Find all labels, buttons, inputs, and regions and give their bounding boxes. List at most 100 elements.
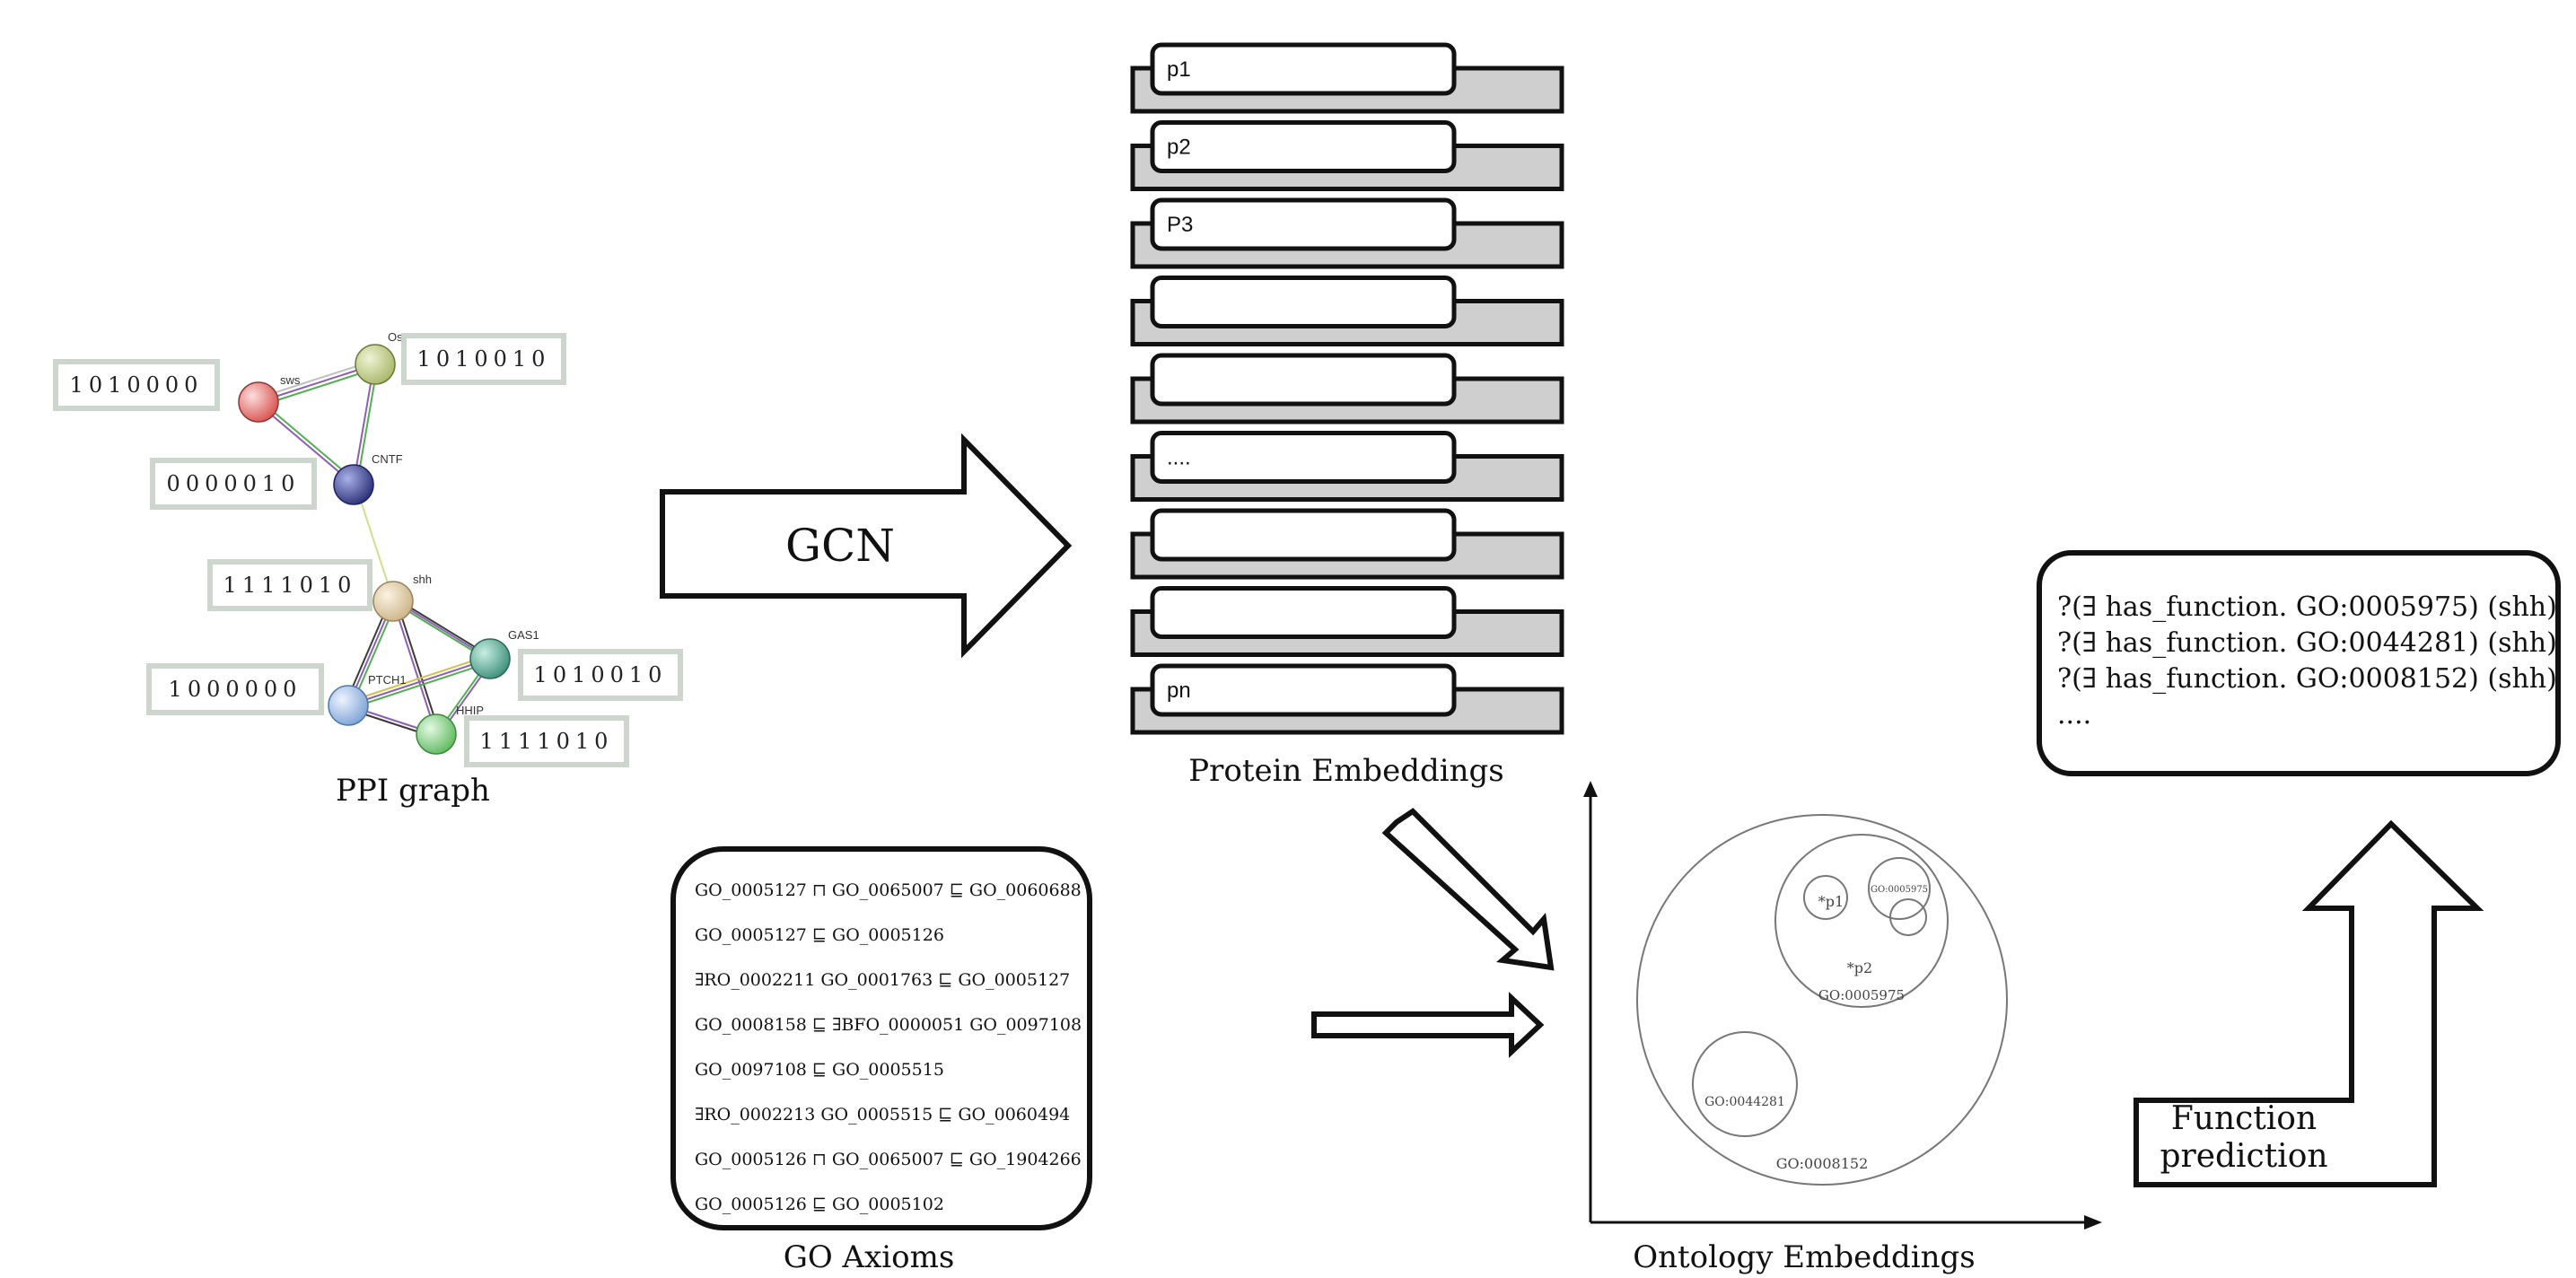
embedding-row-label: p2 [1167, 136, 1191, 160]
axiom-line: GO_0005127 ⊑ GO_0005126 [695, 925, 944, 945]
predictions-box [2037, 550, 2561, 776]
axioms-to-ontology-arrow [1311, 992, 1545, 1058]
embedding-row-label: pn [1167, 678, 1191, 703]
function-prediction-arrow: Function prediction [2134, 819, 2484, 1187]
node-os [355, 344, 396, 385]
embedding-row: pn [1130, 663, 1564, 735]
node-cntf [333, 464, 374, 505]
node-shh [372, 581, 414, 622]
ppi-graph: sws Os CNTF shh GAS1 PTCH1 HHIP 1010000 … [53, 330, 683, 809]
prediction-line: .... [2057, 699, 2091, 731]
node-label-hhip: HHIP [456, 704, 484, 717]
function-label-line2: prediction [2160, 1138, 2327, 1175]
node-hhip [416, 713, 457, 755]
embedding-row-front [1150, 120, 1457, 173]
prediction-line: ?(∃ has_function. GO:0044281) (shh) [2057, 627, 2557, 659]
node-ptch1 [328, 685, 369, 726]
axiom-lines: GO_0005127 ⊓ GO_0065007 ⊑ GO_0060688GO_0… [695, 880, 1082, 1214]
code-text-sws: 1010000 [70, 372, 204, 398]
y-axis-arrowhead [1583, 781, 1598, 797]
code-box-cntf [150, 458, 317, 510]
x-axis-arrowhead [2084, 1215, 2102, 1230]
ontology-embeddings: GO:0008152 GO:0005975 GO:0044281 GO:0005… [1583, 781, 2102, 1275]
embedding-row-front [1150, 276, 1457, 328]
axiom-line: ∃RO_0002213 GO_0005515 ⊑ GO_0060494 [695, 1105, 1070, 1125]
circle-go-0005975 [1774, 834, 1949, 1008]
node-label-gas1: GAS1 [508, 628, 539, 642]
edge-cntf-shh [355, 484, 394, 600]
axiom-line: GO_0097108 ⊑ GO_0005515 [695, 1060, 944, 1080]
go-axioms-caption: GO Axioms [784, 1239, 955, 1275]
code-text-gas1: 1010010 [534, 662, 668, 687]
axiom-line: ∃RO_0002211 GO_0001763 ⊑ GO_0005127 [695, 970, 1070, 990]
node-gas1 [469, 638, 511, 679]
label-go-0008152: GO:0008152 [1776, 1155, 1869, 1172]
circle-go-0008152 [1636, 814, 2008, 1186]
function-label-line1: Function [2171, 1100, 2317, 1137]
embedding-row: P3 [1130, 197, 1564, 269]
embedding-row-front [1150, 663, 1457, 717]
embedding-row-front [1150, 197, 1457, 251]
axiom-line: GO_0005126 ⊑ GO_0005102 [695, 1195, 944, 1214]
ontology-embeddings-caption: Ontology Embeddings [1633, 1239, 1976, 1275]
embedding-row-front [1150, 42, 1457, 96]
ppi-caption: PPI graph [336, 773, 490, 809]
edge-shh-hhip [392, 600, 437, 735]
prediction-line: ?(∃ has_function. GO:0005975) (shh) [2057, 591, 2557, 623]
node-label-ptch1: PTCH1 [368, 673, 407, 687]
code-text-ptch1: 1000000 [169, 677, 302, 702]
edge-sws-os [258, 363, 376, 403]
gcn-label: GCN [785, 520, 895, 572]
embedding-row [1130, 586, 1564, 657]
protein-embeddings-caption: Protein Embeddings [1188, 753, 1503, 789]
embedding-row: p1 [1130, 42, 1564, 114]
function-arrow-shape [2134, 819, 2484, 1187]
edge-ptch1-gas1 [347, 658, 491, 706]
node-sws [238, 381, 279, 423]
gcn-arrow-shape [660, 433, 1073, 659]
axiom-line: GO_0005127 ⊓ GO_0065007 ⊑ GO_0060688 [695, 880, 1082, 900]
embedding-row: p2 [1130, 120, 1564, 191]
embedding-row-label: p1 [1167, 57, 1191, 82]
circle-go-0005975-small [1868, 857, 1931, 920]
code-text-hhip: 1111010 [480, 729, 614, 754]
label-go-0044281: GO:0044281 [1704, 1095, 1785, 1109]
embedding-row [1130, 508, 1564, 580]
go-axioms-box [670, 846, 1092, 1230]
predictions-panel: ?(∃ has_function. GO:0005975) (shh) ?(∃ h… [2037, 550, 2561, 776]
code-box-os [401, 333, 566, 385]
code-box-ptch1 [146, 663, 324, 715]
prediction-line: ?(∃ has_function. GO:0008152) (shh) [2057, 663, 2557, 695]
edge-sws-cntf [258, 403, 353, 484]
code-text-os: 1010010 [417, 346, 551, 372]
embeddings-to-ontology-arrow [1381, 808, 1555, 971]
embedding-row [1130, 353, 1564, 425]
embedding-row-front [1150, 353, 1457, 407]
embedding-row-front [1150, 586, 1457, 639]
embedding-row-front [1150, 508, 1457, 562]
embedding-row [1130, 276, 1564, 346]
embedding-row-front [1150, 431, 1457, 484]
code-box-hhip [464, 715, 629, 767]
embedding-row-label: P3 [1167, 213, 1193, 237]
node-label-sws: sws [280, 373, 301, 387]
circle-p1-region [1803, 875, 1848, 920]
node-label-shh: shh [413, 573, 432, 586]
embedding-row-label: .... [1167, 446, 1191, 470]
embedding-row: .... [1130, 431, 1564, 502]
axiom-line: GO_0005126 ⊓ GO_0065007 ⊑ GO_1904266 [695, 1150, 1082, 1169]
go-axioms-panel: GO_0005127 ⊓ GO_0065007 ⊑ GO_0060688GO_0… [670, 846, 1092, 1275]
node-label-os: Os [388, 330, 403, 344]
circle-inner-small [1889, 898, 1927, 936]
code-box-sws [53, 359, 220, 411]
code-text-shh: 1111010 [223, 573, 357, 598]
label-go-0005975: GO:0005975 [1818, 987, 1905, 1003]
point-p2: *p2 [1847, 959, 1872, 976]
gcn-arrow: GCN [660, 433, 1073, 659]
label-go-0005975-small: GO:0005975 [1871, 885, 1928, 895]
code-text-cntf: 0000010 [167, 471, 301, 496]
